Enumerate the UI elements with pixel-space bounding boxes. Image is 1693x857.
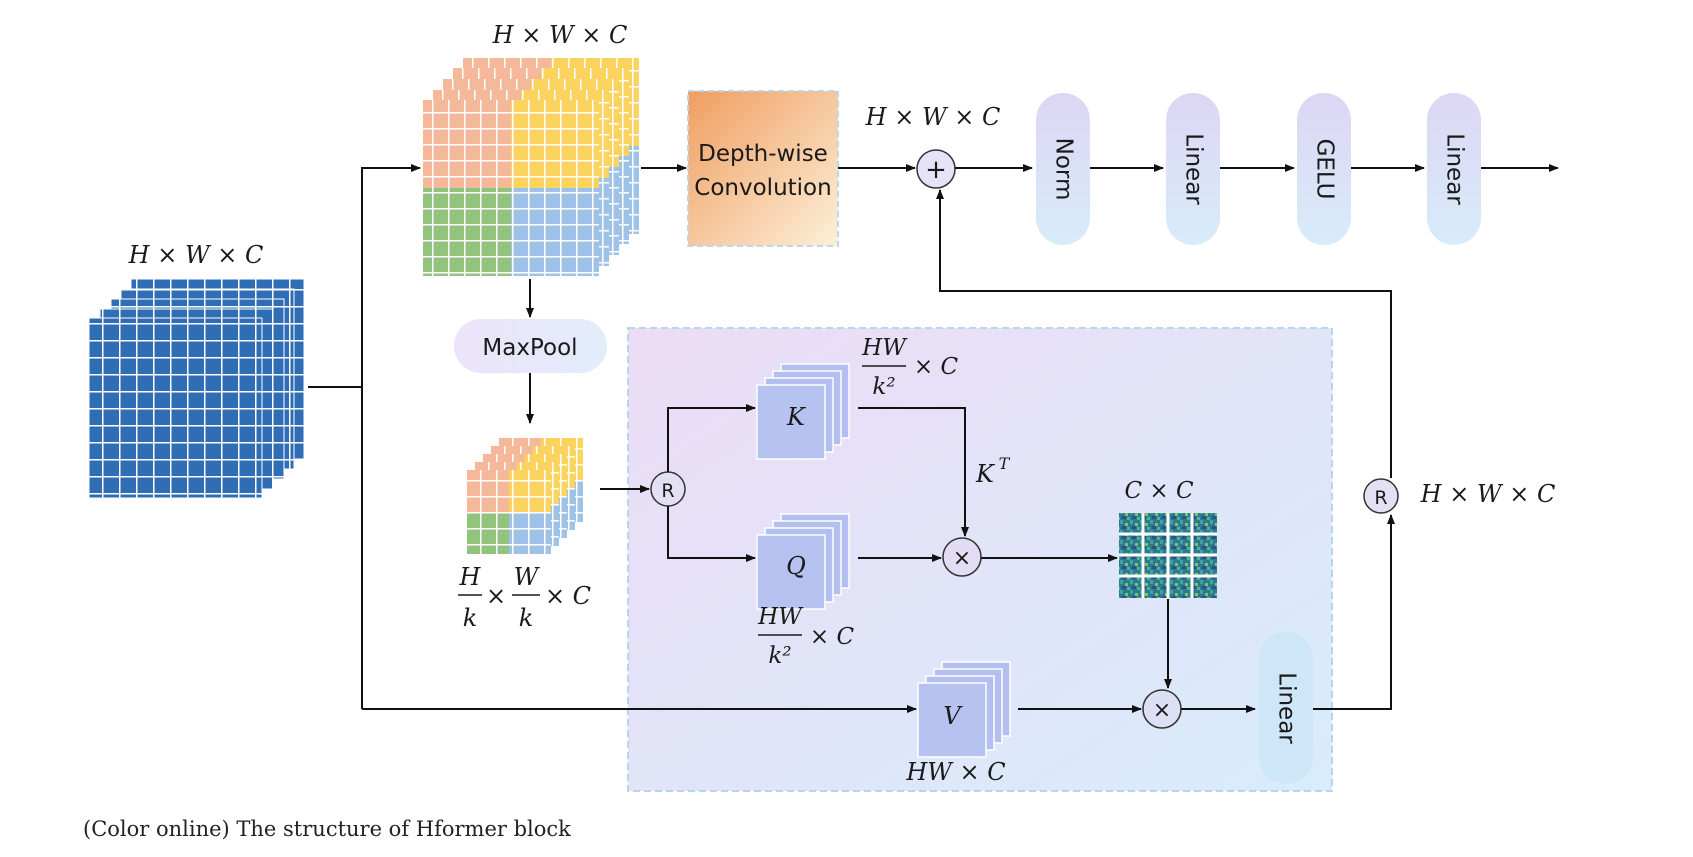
v-dim-label: HW × C bbox=[905, 758, 1005, 786]
input-dim-label: H × W × C bbox=[128, 241, 264, 269]
depthwise-label-line2: Convolution bbox=[694, 175, 831, 201]
k-label: K bbox=[786, 403, 807, 431]
ffn-linear-1-block: Linear bbox=[1166, 93, 1220, 245]
multiply-symbol-2: × bbox=[1153, 698, 1171, 723]
maxpool-label: MaxPool bbox=[482, 335, 577, 361]
q-dim-label: HW k² × C bbox=[757, 604, 854, 669]
sum-dim-label: H × W × C bbox=[865, 103, 1001, 131]
depthwise-label-line1: Depth-wise bbox=[698, 141, 828, 167]
pooled-quadrant-stack bbox=[467, 438, 583, 554]
k-block bbox=[756, 363, 850, 460]
figure-caption: (Color online) The structure of Hformer … bbox=[83, 817, 571, 841]
reshape-node-2 bbox=[1363, 478, 1399, 514]
multiply-symbol-1: × bbox=[953, 546, 971, 571]
attn-map-dim-label: C × C bbox=[1124, 478, 1193, 504]
v-block bbox=[917, 661, 1011, 758]
svg-text:× C: × C bbox=[914, 354, 959, 380]
add-symbol: + bbox=[925, 155, 947, 185]
attention-linear-block: Linear bbox=[1259, 632, 1313, 784]
svg-text:W: W bbox=[514, 563, 541, 591]
q-label: Q bbox=[786, 552, 806, 580]
norm-label: Norm bbox=[1051, 138, 1077, 201]
gelu-label: GELU bbox=[1312, 139, 1338, 200]
svg-text:H: H bbox=[459, 563, 482, 591]
depthwise-conv-block bbox=[687, 90, 839, 247]
output-dim-label: H × W × C bbox=[1420, 480, 1556, 508]
q-block bbox=[756, 513, 850, 610]
linear-2-label: Linear bbox=[1442, 133, 1468, 205]
svg-text:k: k bbox=[463, 604, 478, 632]
reshape-label-2: R bbox=[1374, 487, 1387, 509]
ffn-norm-block: Norm bbox=[1036, 93, 1090, 245]
reshape-label-1: R bbox=[661, 480, 674, 502]
ffn-linear-2-block: Linear bbox=[1427, 93, 1481, 245]
k-dim-label: HW k² × C bbox=[861, 335, 958, 400]
svg-text:T: T bbox=[999, 454, 1011, 473]
svg-text:× C: × C bbox=[810, 624, 855, 650]
svg-text:×: × bbox=[486, 582, 506, 610]
attention-linear-label: Linear bbox=[1274, 672, 1300, 744]
top-cube-dim-label: H × W × C bbox=[492, 21, 628, 49]
ffn-gelu-block: GELU bbox=[1297, 93, 1351, 245]
v-label: V bbox=[943, 702, 963, 730]
attention-map bbox=[1119, 513, 1217, 598]
linear-1-label: Linear bbox=[1181, 133, 1207, 205]
connectors bbox=[308, 164, 1559, 713]
svg-text:HW: HW bbox=[757, 604, 804, 630]
maxpool-block bbox=[454, 319, 607, 373]
svg-text:× C: × C bbox=[545, 582, 591, 610]
pooled-dim-label: H k × W k × C bbox=[458, 563, 591, 632]
svg-text:k²: k² bbox=[768, 643, 791, 669]
svg-text:k²: k² bbox=[872, 374, 895, 400]
top-quadrant-stack bbox=[423, 58, 639, 276]
svg-text:K: K bbox=[975, 460, 996, 488]
input-feature-stack bbox=[88, 278, 305, 499]
k-transpose-label: K T bbox=[975, 454, 1011, 488]
svg-text:HW: HW bbox=[861, 335, 908, 361]
svg-text:k: k bbox=[519, 604, 534, 632]
